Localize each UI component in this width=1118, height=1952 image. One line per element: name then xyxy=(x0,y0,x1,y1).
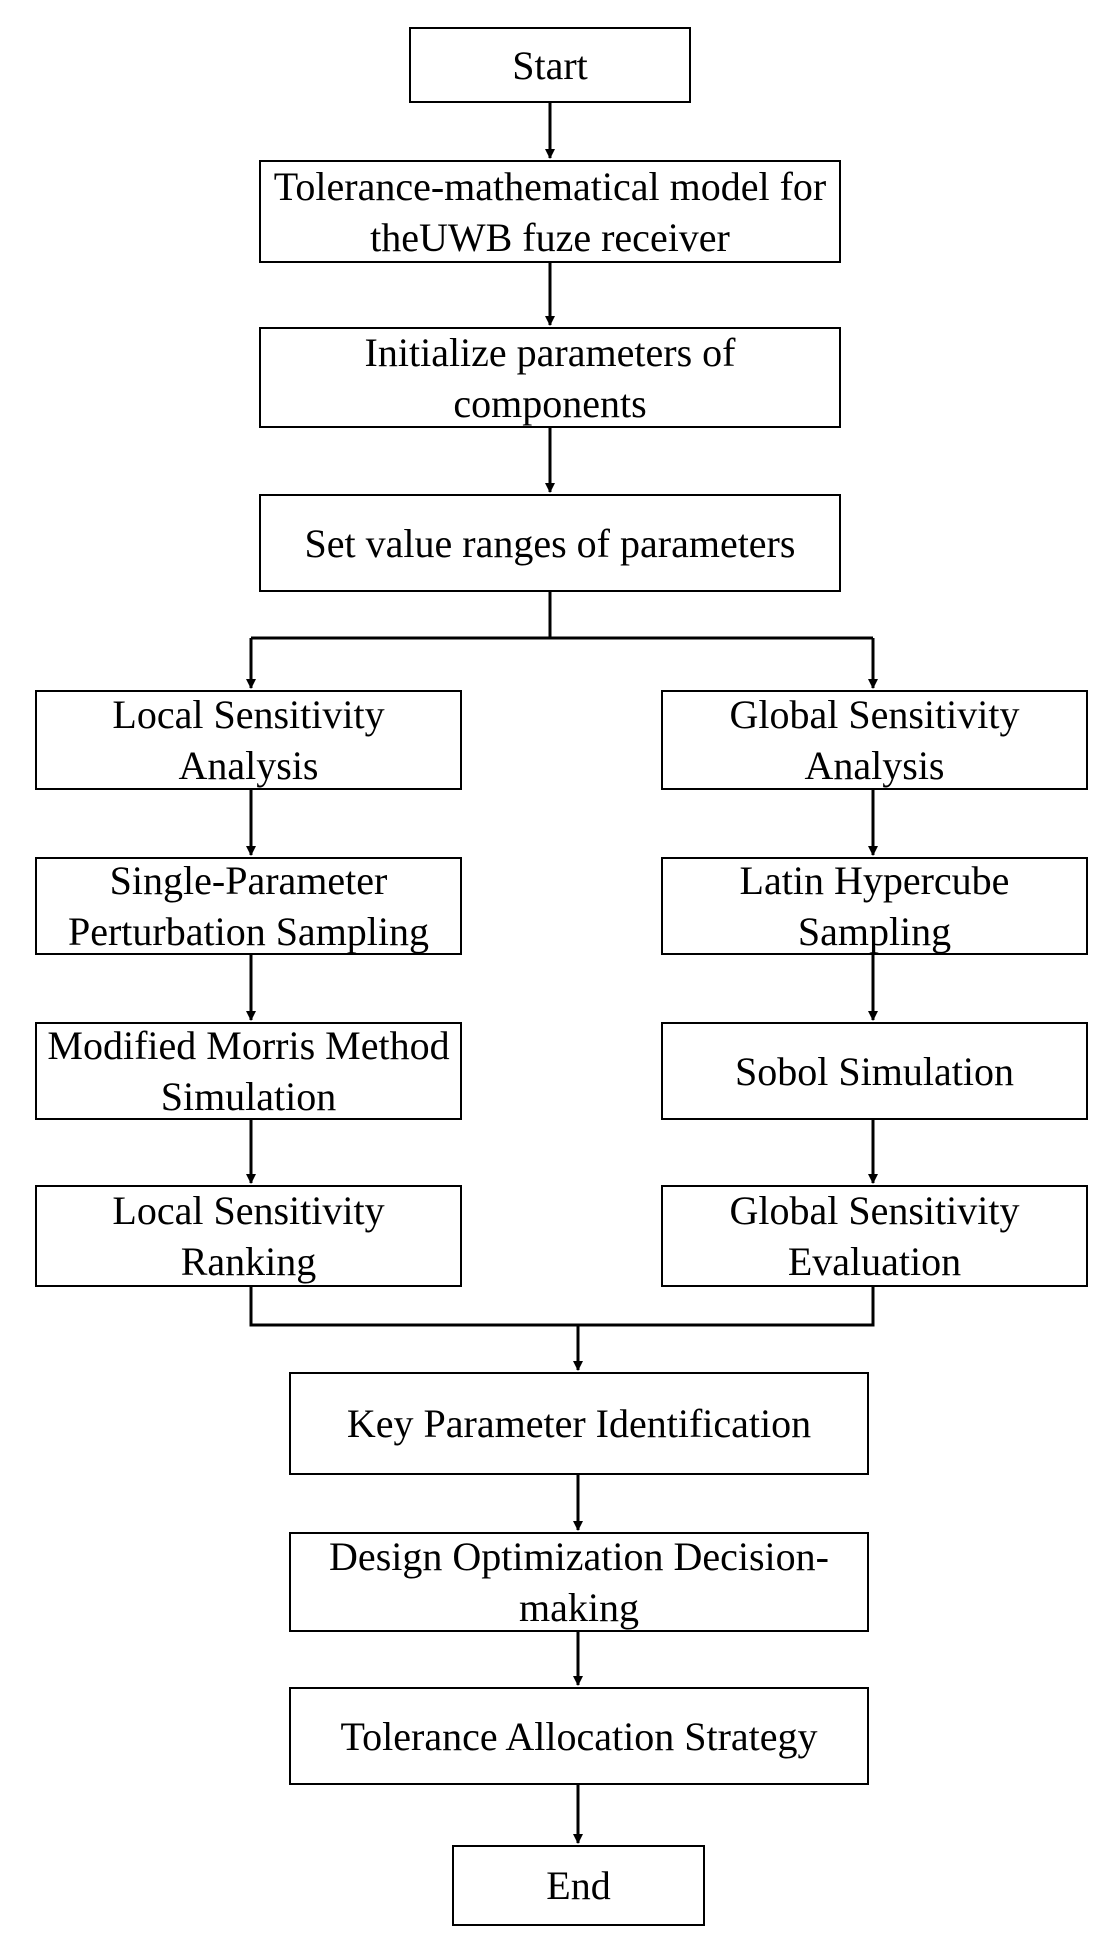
key-parameter-identification-node: Key Parameter Identification xyxy=(289,1372,869,1475)
merge-connector xyxy=(249,1287,875,1327)
start-label: Start xyxy=(512,42,588,88)
global-sensitivity-evaluation-node: Global Sensitivity Evaluation xyxy=(661,1185,1088,1287)
latin-hypercube-sampling-node: Latin Hypercube Sampling xyxy=(661,857,1088,955)
single-parameter-sampling-label: Single-Parameter Perturbation Sampling xyxy=(67,858,430,954)
local-sensitivity-ranking-label: Local Sensitivity Ranking xyxy=(112,1188,385,1284)
tolerance-model-node: Tolerance-mathematical model for theUWB … xyxy=(259,160,841,263)
global-sensitivity-evaluation-label: Global Sensitivity Evaluation xyxy=(729,1188,1020,1284)
sobol-simulation-label: Sobol Simulation xyxy=(735,1048,1014,1094)
tolerance-model-label: Tolerance-mathematical model for theUWB … xyxy=(273,163,827,260)
local-sensitivity-analysis-label: Local Sensitivity Analysis xyxy=(112,692,385,788)
split-connector xyxy=(251,592,873,640)
modified-morris-simulation-label: Modified Morris Method Simulation xyxy=(47,1023,450,1119)
local-sensitivity-analysis-node: Local Sensitivity Analysis xyxy=(35,690,462,790)
tolerance-allocation-node: Tolerance Allocation Strategy xyxy=(289,1687,869,1785)
design-optimization-label: Design Optimization Decision-making xyxy=(329,1534,829,1630)
local-sensitivity-ranking-node: Local Sensitivity Ranking xyxy=(35,1185,462,1287)
end-label: End xyxy=(546,1863,611,1908)
start-node: Start xyxy=(409,27,691,103)
end-node: End xyxy=(452,1845,705,1926)
set-value-ranges-node: Set value ranges of parameters xyxy=(259,494,841,592)
sobol-simulation-node: Sobol Simulation xyxy=(661,1022,1088,1120)
single-parameter-sampling-node: Single-Parameter Perturbation Sampling xyxy=(35,857,462,955)
design-optimization-node: Design Optimization Decision-making xyxy=(289,1532,869,1632)
set-value-ranges-label: Set value ranges of parameters xyxy=(304,520,796,566)
initialize-parameters-label: Initialize parameters of components xyxy=(364,329,736,426)
tolerance-allocation-label: Tolerance Allocation Strategy xyxy=(340,1713,818,1759)
global-sensitivity-analysis-node: Global Sensitivity Analysis xyxy=(661,690,1088,790)
latin-hypercube-sampling-label: Latin Hypercube Sampling xyxy=(739,858,1010,954)
global-sensitivity-analysis-label: Global Sensitivity Analysis xyxy=(729,692,1020,788)
modified-morris-simulation-node: Modified Morris Method Simulation xyxy=(35,1022,462,1120)
key-parameter-identification-label: Key Parameter Identification xyxy=(346,1401,812,1446)
initialize-parameters-node: Initialize parameters of components xyxy=(259,327,841,428)
